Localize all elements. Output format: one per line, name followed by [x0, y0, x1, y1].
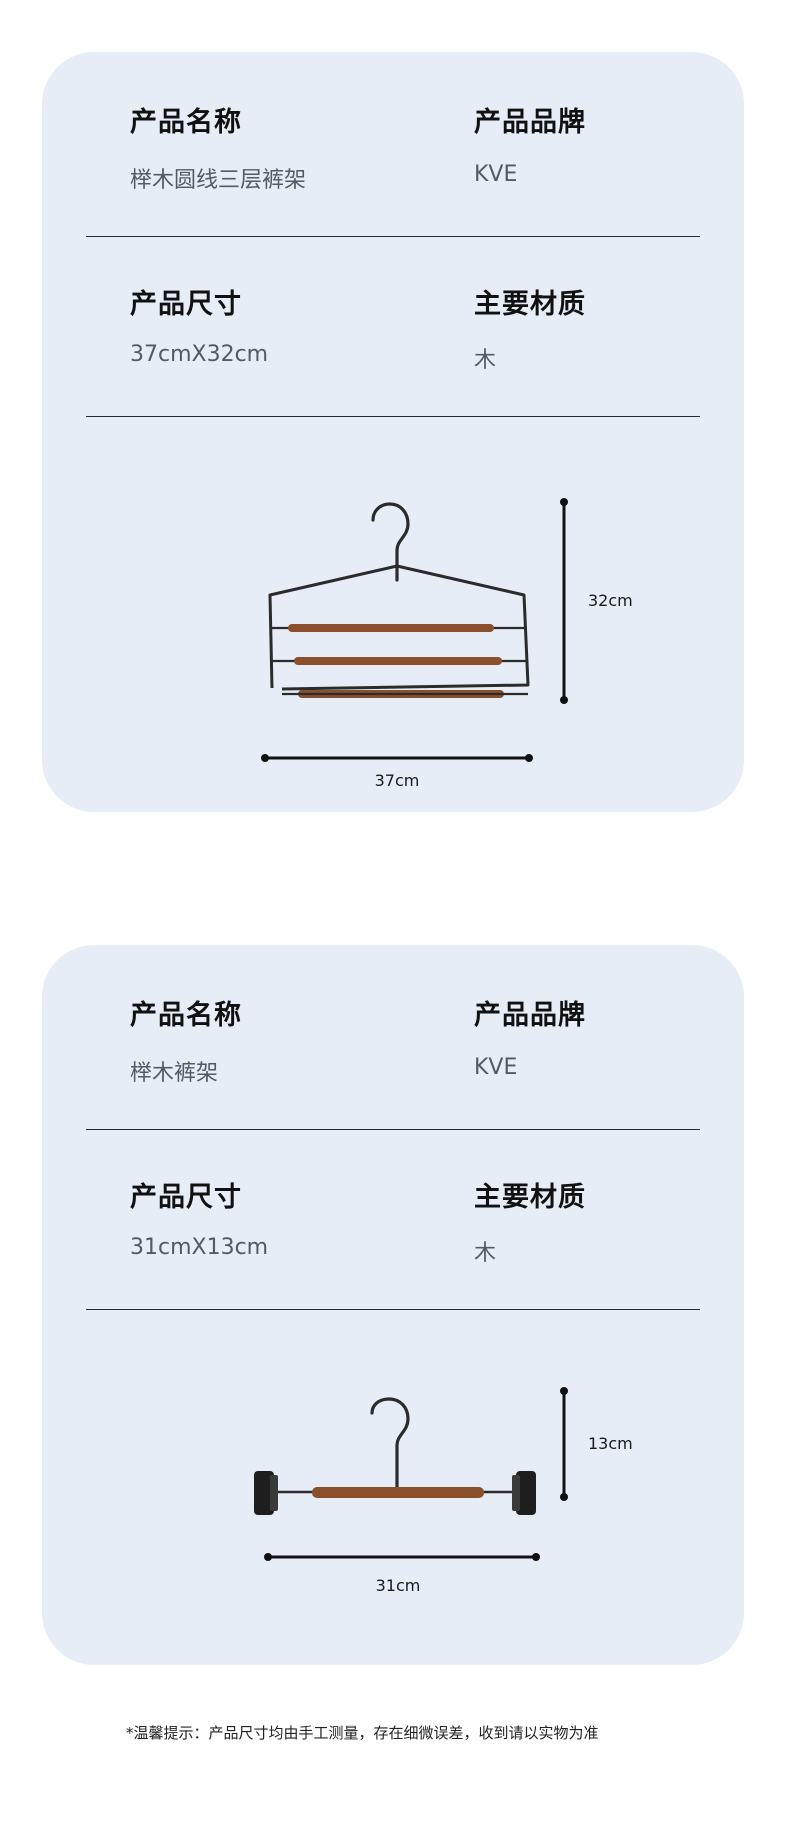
- dimension-endpoint: [560, 1493, 568, 1501]
- dimension-endpoint: [264, 1553, 272, 1561]
- width-dimension-label: 31cm: [376, 1576, 421, 1595]
- right-clip-icon: [516, 1471, 536, 1515]
- width-dimension-label: 37cm: [375, 771, 420, 790]
- dimension-endpoint: [560, 498, 568, 506]
- product-name-value: 榉木裤架: [130, 1061, 219, 1086]
- height-dimension-label: 13cm: [588, 1434, 633, 1453]
- measurement-disclaimer: *温馨提示：产品尺寸均由手工测量，存在细微误差，收到请以实物为准: [126, 1724, 599, 1742]
- wood-bar: [288, 624, 494, 632]
- product-material-label: 主要材质: [474, 289, 586, 320]
- right-clip-icon: [512, 1475, 520, 1511]
- product-brand-label: 产品品牌: [474, 1000, 586, 1031]
- hanger-hook-icon: [370, 1397, 410, 1490]
- divider: [86, 1309, 700, 1310]
- left-clip-icon: [254, 1471, 274, 1515]
- product-brand-value: KVE: [474, 162, 518, 187]
- divider: [86, 1129, 700, 1130]
- product-name-value: 榉木圆线三层裤架: [130, 168, 307, 193]
- wood-bar: [312, 1487, 484, 1498]
- hanger-hook-icon: [371, 502, 410, 582]
- product-card-clip-hanger: 产品名称 榉木裤架 产品品牌 KVE 产品尺寸 31cmX13cm 主要材质 木…: [42, 945, 744, 1665]
- product-size-value: 37cmX32cm: [130, 342, 269, 367]
- dimension-endpoint: [525, 754, 533, 762]
- product-material-value: 木: [474, 1241, 497, 1266]
- dimension-endpoint: [532, 1553, 540, 1561]
- product-brand-value: KVE: [474, 1055, 518, 1080]
- hanger-frame: [268, 564, 530, 691]
- product-name-label: 产品名称: [130, 107, 242, 138]
- dimension-endpoint: [560, 1387, 568, 1395]
- product-brand-label: 产品品牌: [474, 107, 586, 138]
- product-card-three-tier-hanger: 产品名称 榉木圆线三层裤架 产品品牌 KVE 产品尺寸 37cmX32cm 主要…: [42, 52, 744, 812]
- left-clip-icon: [270, 1475, 278, 1511]
- wood-bar: [294, 657, 502, 665]
- product-size-value: 31cmX13cm: [130, 1235, 269, 1260]
- clip-hanger-illustration: 13cm 31cm: [254, 1387, 633, 1595]
- product-material-value: 木: [474, 348, 497, 373]
- divider: [86, 236, 700, 237]
- divider: [86, 416, 700, 417]
- product-size-label: 产品尺寸: [130, 289, 242, 320]
- height-dimension-label: 32cm: [588, 591, 633, 610]
- product-material-label: 主要材质: [474, 1182, 586, 1213]
- product-name-label: 产品名称: [130, 1000, 242, 1031]
- three-tier-hanger-illustration: 32cm 37cm: [261, 498, 633, 790]
- dimension-endpoint: [261, 754, 269, 762]
- product-size-label: 产品尺寸: [130, 1182, 242, 1213]
- dimension-endpoint: [560, 696, 568, 704]
